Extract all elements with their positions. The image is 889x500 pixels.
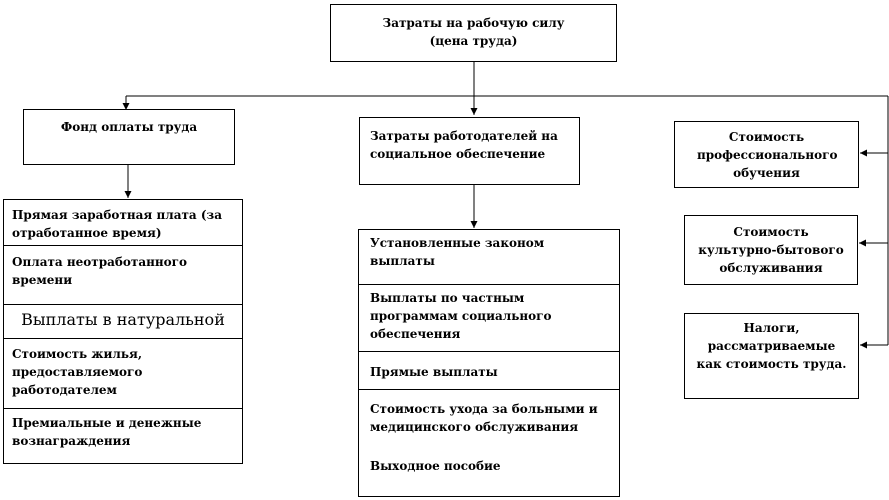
fund-list: Прямая заработная плата (за отработанное… <box>3 199 243 464</box>
root-title-line2: (цена труда) <box>429 34 518 48</box>
fund-item-4: Стоимость жилья, предоставляемого работо… <box>12 347 143 397</box>
right-box-cultural-text: Стоимость культурно-бытового обслуживани… <box>698 225 844 275</box>
social-list: Установленные законом выплаты Выплаты по… <box>358 229 620 497</box>
social-item-5: Выходное пособие <box>370 459 501 473</box>
fund-title: Фонд оплаты труда <box>60 120 198 134</box>
right-box-cultural: Стоимость культурно-бытового обслуживани… <box>684 215 858 285</box>
social-item-2: Выплаты по частным программам социальног… <box>370 291 552 341</box>
right-box-taxes: Налоги, рассматриваемые как стоимость тр… <box>684 313 859 399</box>
fund-item-5: Премиальные и денежные вознаграждения <box>12 416 202 448</box>
social-title: Затраты работодателей на социальное обес… <box>370 129 558 161</box>
right-box-training-text: Стоимость профессионального обучения <box>697 130 838 180</box>
social-item-1: Установленные законом выплаты <box>370 236 545 268</box>
right-box-taxes-text: Налоги, рассматриваемые как стоимость тр… <box>696 321 847 371</box>
root-title-line1: Затраты на рабочую силу <box>382 16 565 30</box>
root-box: Затраты на рабочую силу (цена труда) <box>330 4 617 62</box>
right-box-training: Стоимость профессионального обучения <box>674 121 859 188</box>
fund-box: Фонд оплаты труда <box>23 109 235 165</box>
fund-item-1: Прямая заработная плата (за отработанное… <box>12 208 222 240</box>
fund-item-2: Оплата неотработанного времени <box>12 255 188 287</box>
fund-item-3: Выплаты в натуральной <box>21 310 225 329</box>
social-box: Затраты работодателей на социальное обес… <box>359 117 580 185</box>
social-item-3: Прямые выплаты <box>370 365 498 379</box>
social-item-4: Стоимость ухода за больными и медицинско… <box>370 402 598 434</box>
